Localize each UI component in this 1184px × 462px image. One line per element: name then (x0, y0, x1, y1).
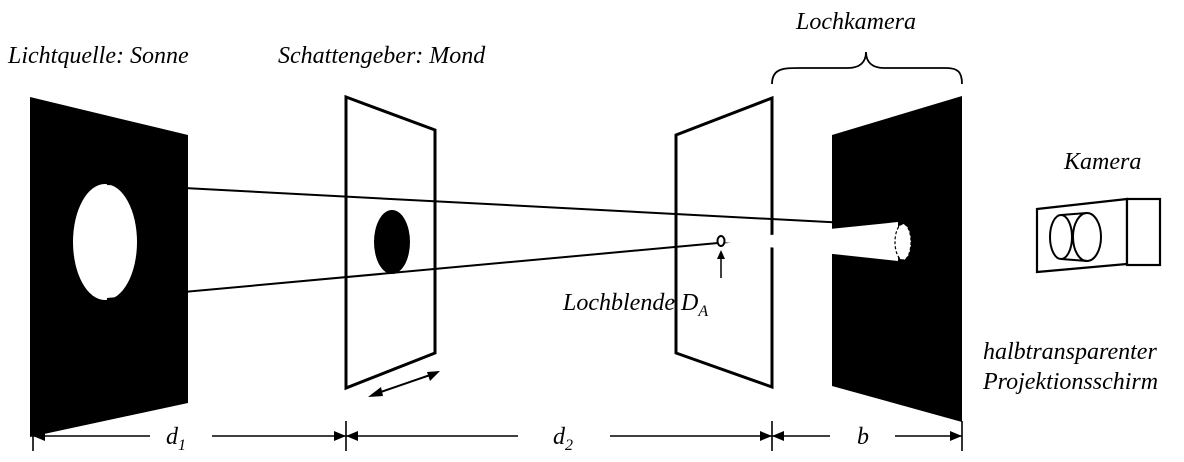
shadow-caster-label: Schattengeber: Mond (278, 43, 486, 69)
light-source-label: Lichtquelle: Sonne (8, 43, 189, 69)
ray-top (106, 183, 905, 227)
dimension-d1-label: d1 (166, 425, 186, 454)
moon-motion-head-left (368, 387, 383, 397)
camera-icon (1035, 197, 1162, 274)
d1-text: d (166, 424, 178, 450)
lochkamera-brace (771, 51, 963, 85)
moon-motion-arrow (371, 372, 437, 396)
moon-disk (374, 210, 410, 274)
d2-sub: 2 (565, 436, 573, 454)
pinhole (716, 235, 726, 247)
sun-disk (73, 184, 137, 300)
projected-image (894, 223, 912, 261)
aperture-label-text: Lochblende D (563, 290, 699, 316)
screen-label-line1: halbtransparenter (983, 339, 1157, 365)
projection-cone (722, 223, 898, 260)
cone-edge-top (721, 222, 899, 242)
pinhole-camera-label: Lochkamera (796, 9, 916, 35)
camera-label: Kamera (1064, 149, 1142, 175)
aperture-label: Lochblende DA (563, 291, 708, 320)
screen-label-line2: Projektionsschirm (983, 369, 1159, 395)
dimension-arrowheads (33, 431, 962, 441)
moon-motion-head-right (427, 371, 440, 381)
dimension-d2-label: d2 (553, 425, 573, 454)
pinhole-arrow-head (717, 250, 725, 259)
aperture-label-sub: A (698, 302, 709, 320)
dimension-b-label: b (857, 424, 869, 450)
cone-edge-bottom (721, 240, 899, 261)
dimension-line (32, 421, 963, 451)
d1-sub: 1 (178, 436, 186, 454)
d2-text: d (553, 424, 565, 450)
